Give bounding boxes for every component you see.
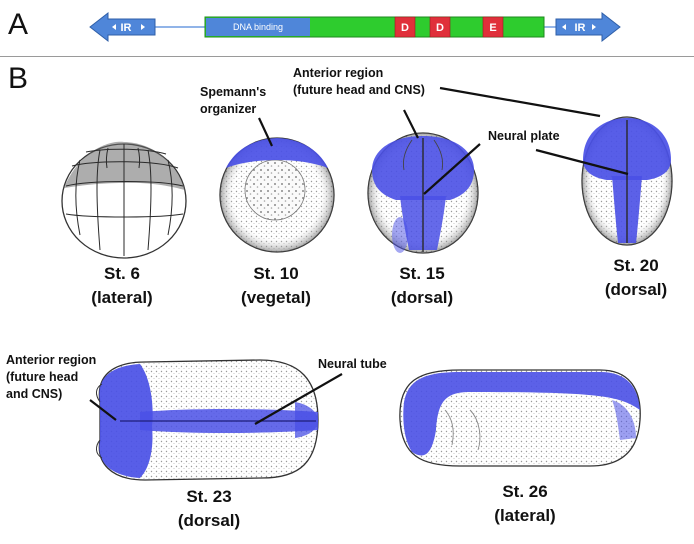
gene-map: IR IR DNA binding D D E xyxy=(89,11,621,43)
stage-st26-number: St. 26 xyxy=(502,482,548,501)
stage-label-st6: St. 6 (lateral) xyxy=(91,262,152,310)
stage-label-st23: St. 23 (dorsal) xyxy=(178,485,240,533)
ir-right-tick-b xyxy=(592,24,596,30)
stage-st23-view: (dorsal) xyxy=(177,511,241,530)
leader-spemann xyxy=(258,117,273,147)
leader-anterior-st23 xyxy=(89,399,117,421)
motif-d1-label: D xyxy=(401,22,409,34)
stage-st6-number: St. 6 xyxy=(104,264,140,283)
dna-binding-domain xyxy=(206,18,310,36)
leader-neural-plate-st15 xyxy=(423,143,481,195)
leader-neural-tube xyxy=(254,373,343,425)
stage-st15-view: (dorsal) xyxy=(390,288,454,307)
stage-st20-view: (dorsal) xyxy=(604,280,668,299)
embryo-st15 xyxy=(367,132,479,254)
st26-dorsal-stain xyxy=(403,372,640,456)
embryo-st26 xyxy=(399,369,641,467)
annotation-anterior-region-bottom: Anterior region (future head and CNS) xyxy=(6,353,97,401)
ir-right-label: IR xyxy=(575,22,586,34)
leader-neural-plate-st20 xyxy=(535,148,629,176)
leader-lines xyxy=(89,86,629,425)
stage-label-st20: St. 20 (dorsal) xyxy=(605,254,667,302)
panel-label-b: B xyxy=(8,62,29,95)
stage-st20-number: St. 20 xyxy=(613,256,659,275)
stage-label-st26: St. 26 (lateral) xyxy=(494,480,555,528)
embryo-st20 xyxy=(581,116,673,246)
panel-label-a: A xyxy=(8,8,29,41)
stage-st10-number: St. 10 xyxy=(253,264,299,283)
ir-right-tick-a xyxy=(562,24,566,30)
motif-d2-label: D xyxy=(436,22,444,34)
ir-left-tick-a xyxy=(112,24,116,30)
ir-left-arrow xyxy=(89,11,156,43)
motif-d1-box xyxy=(394,16,416,38)
stage-st23-number: St. 23 xyxy=(186,487,232,506)
embryo-st10 xyxy=(219,137,335,253)
dna-binding-label: DNA binding xyxy=(233,22,283,32)
annotation-anterior-region-top: Anterior region (future head and CNS) xyxy=(293,66,425,97)
leader-anterior-st20 xyxy=(439,86,601,118)
embryo-st23 xyxy=(96,359,319,481)
stage-st6-view: (lateral) xyxy=(91,288,153,307)
embryo-st6 xyxy=(61,141,187,259)
stage-label-st10: St. 10 (vegetal) xyxy=(241,262,311,310)
leader-anterior-st15 xyxy=(403,109,419,139)
ir-left-label: IR xyxy=(121,22,132,34)
annotation-neural-plate: Neural plate xyxy=(488,129,560,143)
stage-st15-number: St. 15 xyxy=(399,264,445,283)
motif-e-label: E xyxy=(489,22,496,34)
ir-right-arrow xyxy=(555,11,621,43)
stage-st10-view: (vegetal) xyxy=(241,288,311,307)
spemann-organizer-stain xyxy=(226,138,328,168)
annotation-neural-tube: Neural tube xyxy=(318,357,387,371)
stage-st26-view: (lateral) xyxy=(494,506,556,525)
motif-e-box xyxy=(482,16,504,38)
annotation-spemann-organizer: Spemann's organizer xyxy=(200,85,267,116)
stage-label-st15: St. 15 (dorsal) xyxy=(391,262,453,310)
motif-d2-box xyxy=(429,16,451,38)
ir-left-tick-b xyxy=(141,24,145,30)
panel-divider xyxy=(0,56,694,57)
